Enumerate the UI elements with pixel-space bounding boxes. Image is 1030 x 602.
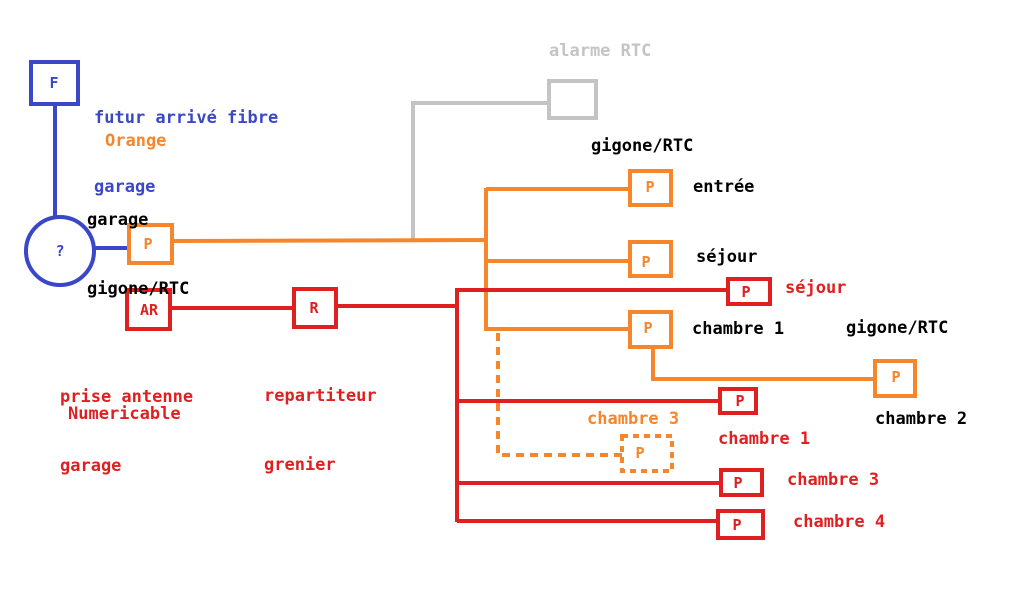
orange-entree-box [628, 169, 673, 207]
antenne-label-line2: garage [60, 456, 122, 476]
red-chambre1-box-text: P [735, 392, 744, 410]
gigone-right-label: gigone/RTC [846, 318, 949, 338]
red-chambre4-box [716, 509, 765, 540]
repartiteur-label-line2: grenier [264, 455, 336, 475]
alarme-label: alarme RTC [549, 41, 652, 61]
red-sejour-box [726, 277, 772, 306]
orange-chambre3-future-box-text: P [635, 444, 644, 462]
red-chambre3-box-text: P [733, 474, 742, 492]
red-chambre3-box [719, 468, 764, 497]
garage-label: garage gigone/RTC [87, 163, 189, 324]
orange-main-line [171, 238, 489, 243]
entree-label: entrée [693, 177, 755, 197]
antenne-label-line1: prise antenne [60, 387, 194, 407]
antenna-box [125, 288, 172, 331]
chambre3-red-label: chambre 3 [787, 470, 880, 490]
chambre1-orange-label: chambre 1 [692, 319, 785, 339]
orange-chambre3-future-line [496, 333, 622, 457]
antenna-box-text: AR [140, 301, 159, 319]
orange-entree-box-text: P [645, 178, 654, 196]
repartiteur-label-line1: repartiteur [264, 386, 377, 406]
alarme-line [411, 101, 549, 240]
red-sejour-box-text: P [741, 283, 750, 301]
chambre1-red-label: chambre 1 [718, 429, 811, 449]
repartiteur-label: repartiteur grenier [264, 339, 377, 500]
garage-label-line2: gigone/RTC [87, 279, 190, 299]
repartiteur-box-text: R [309, 299, 319, 317]
junction-text: ? [55, 242, 64, 260]
fibre-box [29, 60, 80, 106]
fibre-box-text: F [49, 74, 58, 92]
orange-chambre1-box [628, 310, 673, 349]
repartiteur-box [292, 287, 338, 329]
sejour-orange-label: séjour [696, 247, 758, 267]
red-chambre4-box-text: P [732, 516, 741, 534]
junction-circle [24, 215, 96, 287]
fibre-label-line1: futur arrivé fibre [94, 108, 279, 128]
orange-chambre2-line [651, 347, 875, 381]
orange-chambre3-future-box [620, 434, 674, 473]
orange-chambre2-box [873, 359, 917, 398]
orange-garage-box-text: P [143, 235, 152, 253]
orange-label: Orange [105, 131, 167, 151]
fibre-label-line2: garage [94, 177, 156, 197]
red-chambre1-box [718, 387, 758, 415]
sejour-red-label: séjour [785, 278, 847, 298]
orange-sejour-box-text: P [641, 253, 650, 271]
orange-sejour-box [628, 240, 673, 278]
numericable-label: Numericable [68, 404, 181, 424]
garage-label-line1: garage [87, 210, 149, 230]
antenne-label: prise antenne garage [60, 340, 193, 501]
alarme-box [547, 79, 598, 120]
chambre4-red-label: chambre 4 [793, 512, 886, 532]
orange-garage-box [127, 223, 174, 265]
chambre2-label: chambre 2 [875, 409, 968, 429]
fibre-label: futur arrivé fibre garage [94, 61, 278, 222]
gigone-top-label: gigone/RTC [591, 136, 694, 156]
orange-chambre1-box-text: P [643, 319, 652, 337]
orange-chambre2-box-text: P [891, 368, 900, 386]
chambre3-orange-label: chambre 3 [587, 409, 680, 429]
